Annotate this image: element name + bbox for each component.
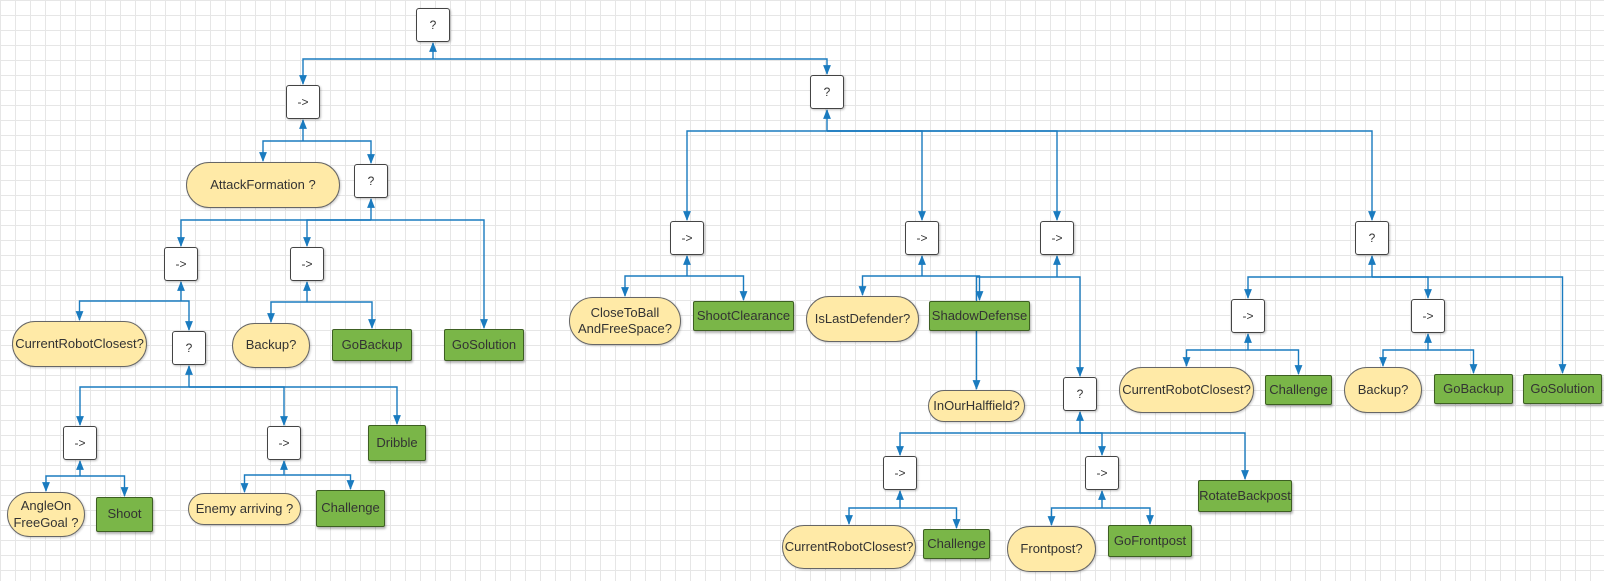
- backup-condition[interactable]: Backup?: [1344, 367, 1422, 413]
- child-connector: [683, 130, 827, 221]
- child-connector: [1248, 349, 1303, 375]
- current-robot-closest-condition[interactable]: CurrentRobotClosest?: [12, 321, 147, 367]
- shoot-action[interactable]: Shoot: [96, 497, 153, 532]
- child-connector: [1244, 276, 1372, 299]
- child-connector: [259, 140, 303, 162]
- child-connector: [858, 275, 922, 296]
- ball-selector-node[interactable]: ?: [172, 331, 206, 365]
- child-connector: [1372, 276, 1432, 299]
- frontpost-condition[interactable]: Frontpost?: [1007, 526, 1096, 572]
- child-connector: [827, 130, 1376, 221]
- child-connector: [1102, 507, 1154, 525]
- child-connector: [177, 219, 371, 247]
- challenge-action[interactable]: Challenge: [923, 529, 990, 559]
- child-connector: [371, 219, 488, 329]
- current-robot-closest-condition[interactable]: CurrentRobotClosest?: [1119, 367, 1254, 413]
- child-connector: [80, 475, 129, 497]
- backup-sequence-node[interactable]: ->: [1411, 299, 1445, 333]
- dribble-action[interactable]: Dribble: [368, 425, 426, 461]
- child-connector: [307, 301, 376, 329]
- child-connector: [687, 275, 748, 301]
- child-connector: [267, 301, 307, 323]
- go-backup-action[interactable]: GoBackup: [332, 329, 412, 361]
- go-solution-action[interactable]: GoSolution: [444, 329, 524, 361]
- halffield-selector-node[interactable]: ?: [1063, 377, 1097, 411]
- challenge-sequence-node[interactable]: ->: [883, 456, 917, 490]
- rotate-backpost-action[interactable]: RotateBackpost: [1198, 480, 1292, 512]
- child-connector: [621, 275, 687, 297]
- child-connector: [827, 130, 926, 221]
- enemy-arriving-condition[interactable]: Enemy arriving ?: [188, 493, 301, 525]
- child-connector: [972, 276, 1057, 390]
- child-connector: [189, 386, 401, 425]
- shoot-clearance-action[interactable]: ShootClearance: [693, 301, 794, 331]
- child-connector: [181, 300, 193, 331]
- backup-sequence-node[interactable]: ->: [290, 247, 324, 281]
- go-solution-action[interactable]: GoSolution: [1523, 374, 1602, 404]
- challenge-action[interactable]: Challenge: [316, 490, 385, 527]
- child-connector: [896, 432, 1080, 456]
- child-connector: [284, 474, 355, 490]
- child-connector: [900, 507, 961, 529]
- child-connector: [75, 300, 181, 321]
- is-last-defender-condition[interactable]: IsLastDefender?: [806, 296, 919, 342]
- attack-selector-node[interactable]: ?: [354, 164, 388, 198]
- challenge-sequence-node[interactable]: ->: [1231, 299, 1265, 333]
- child-connector: [1182, 349, 1248, 367]
- child-connector: [433, 58, 831, 75]
- child-connector: [303, 219, 371, 247]
- halffield-sequence-node[interactable]: ->: [1040, 221, 1074, 255]
- clearance-sequence-node[interactable]: ->: [670, 221, 704, 255]
- challenge-action[interactable]: Challenge: [1265, 375, 1332, 405]
- child-connector: [42, 475, 80, 492]
- child-connector: [240, 474, 284, 493]
- defense-selector-node[interactable]: ?: [810, 75, 844, 109]
- go-backup-action[interactable]: GoBackup: [1434, 374, 1513, 404]
- root-selector-node[interactable]: ?: [416, 8, 450, 42]
- attack-formation-condition[interactable]: AttackFormation ?: [186, 162, 340, 208]
- child-connector: [1080, 432, 1106, 456]
- child-connector: [303, 140, 375, 164]
- child-connector: [299, 58, 433, 85]
- child-connector: [922, 275, 984, 301]
- close-to-ball-condition[interactable]: CloseToBall AndFreeSpace?: [569, 297, 681, 345]
- child-connector: [845, 507, 900, 525]
- child-connector: [1047, 507, 1102, 526]
- child-connector: [1379, 349, 1428, 367]
- other-selector-node[interactable]: ?: [1355, 221, 1389, 255]
- angle-on-free-goal-condition[interactable]: AngleOn FreeGoal ?: [7, 492, 85, 537]
- child-connector: [1057, 276, 1084, 377]
- attack-sequence-node[interactable]: ->: [286, 85, 320, 119]
- current-robot-closest-condition[interactable]: CurrentRobotClosest?: [782, 525, 916, 569]
- last-defender-sequence-node[interactable]: ->: [905, 221, 939, 255]
- backup-condition[interactable]: Backup?: [232, 323, 310, 368]
- enemy-sequence-node[interactable]: ->: [267, 426, 301, 460]
- child-connector: [1080, 432, 1249, 480]
- frontpost-sequence-node[interactable]: ->: [1085, 456, 1119, 490]
- go-frontpost-action[interactable]: GoFrontpost: [1108, 525, 1192, 557]
- child-connector: [189, 386, 288, 426]
- child-connector: [1372, 276, 1567, 374]
- in-our-halffield-condition[interactable]: InOurHalffield?: [928, 390, 1025, 422]
- child-connector: [827, 130, 1061, 221]
- shadow-defense-action[interactable]: ShadowDefense: [929, 301, 1030, 331]
- ball-sequence-node[interactable]: ->: [164, 247, 198, 281]
- child-connector: [76, 386, 189, 426]
- child-connector: [1428, 349, 1478, 374]
- shoot-sequence-node[interactable]: ->: [63, 426, 97, 460]
